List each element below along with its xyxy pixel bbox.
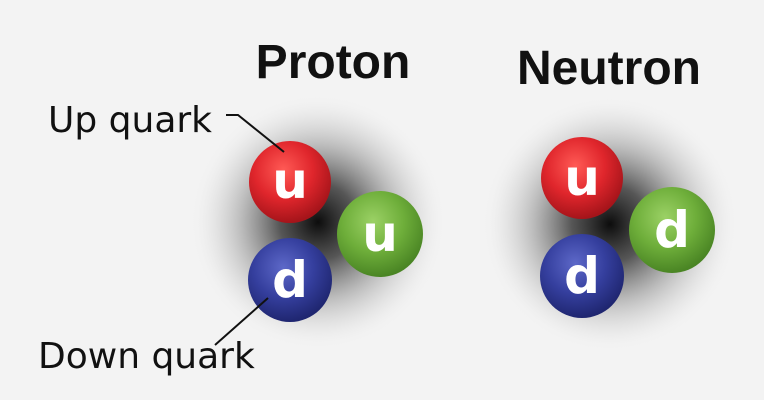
down-quark-label: Down quark [38, 336, 255, 377]
proton-title: Proton [256, 36, 411, 89]
proton-quark-down-blue: d [248, 238, 332, 322]
neutron-quark-1-letter: u [564, 149, 600, 207]
neutron-quark-2-letter: d [654, 201, 690, 259]
proton-quark-2-letter: u [362, 205, 398, 263]
proton-group: Proton u u d [190, 36, 446, 350]
neutron-quark-3-letter: d [564, 247, 600, 305]
neutron-quark-down-green: d [629, 187, 715, 273]
neutron-title: Neutron [517, 42, 701, 95]
neutron-group: Neutron u d d [482, 42, 738, 352]
proton-quark-3-letter: d [272, 251, 308, 309]
proton-quark-up-red: u [249, 141, 331, 223]
neutron-quark-down-blue: d [540, 234, 624, 318]
proton-quark-up-green: u [337, 191, 423, 277]
up-quark-label: Up quark [48, 100, 212, 141]
neutron-quark-up-red: u [541, 137, 623, 219]
proton-quark-1-letter: u [272, 152, 308, 210]
